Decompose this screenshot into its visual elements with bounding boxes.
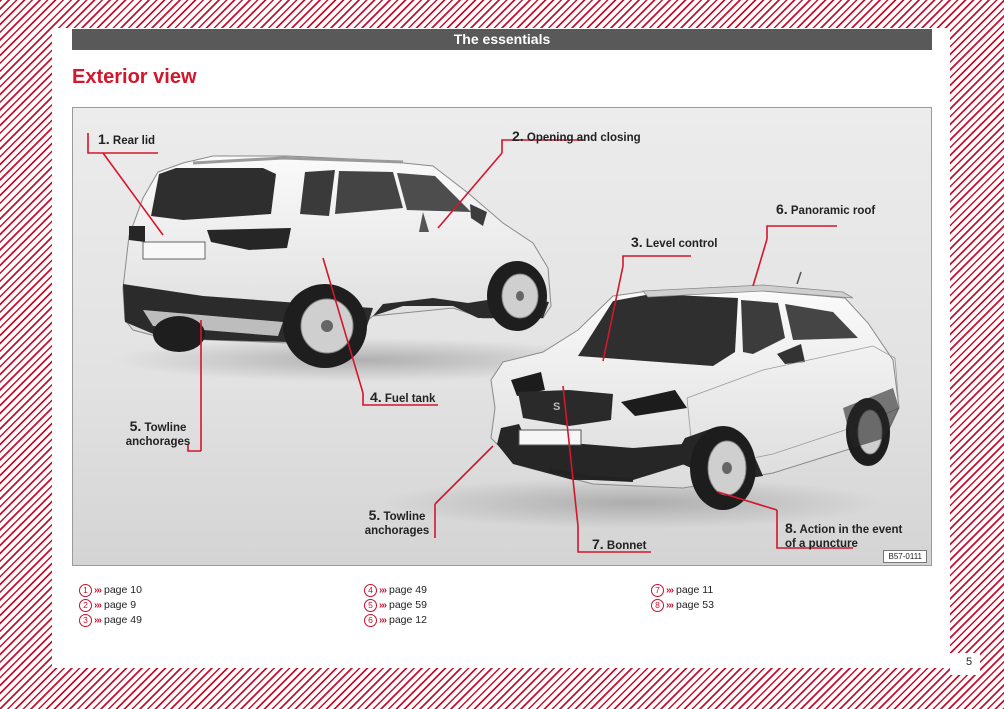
reference-item: 6 ››› page 12: [364, 613, 427, 628]
reference-item: 7 ››› page 11: [651, 583, 714, 598]
figure-code: B57-0111: [883, 550, 927, 563]
label-towline-rear: 5. Towline anchorages: [125, 418, 191, 448]
reference-item: 1 ››› page 10: [79, 583, 142, 598]
label-panoramic-roof: 6. Panoramic roof: [776, 201, 876, 217]
page-reference-link[interactable]: page 11: [676, 584, 714, 596]
page-reference-link[interactable]: page 12: [389, 614, 427, 626]
label-towline-front: 5. Towline anchorages: [364, 507, 430, 537]
page-reference-link[interactable]: page 10: [104, 584, 142, 596]
rear-car: [113, 155, 613, 382]
exterior-view-figure: S: [72, 107, 932, 566]
page-reference-link[interactable]: page 53: [676, 599, 714, 611]
circled-number: 1: [79, 584, 92, 597]
page-reference-link[interactable]: page 9: [104, 599, 137, 611]
chevron-arrows-icon: ›››: [379, 585, 387, 596]
page-reference-link[interactable]: page 49: [104, 614, 142, 626]
chevron-arrows-icon: ›››: [666, 600, 674, 611]
reference-item: 5 ››› page 59: [364, 598, 427, 613]
reference-column-1: 1 ››› page 10 2 ››› page 9 3 ››› page 49: [79, 583, 142, 628]
reference-item: 3 ››› page 49: [79, 613, 142, 628]
section-title: The essentials: [453, 31, 551, 47]
label-rear-lid: 1. Rear lid: [98, 131, 156, 147]
page-number: 5: [966, 656, 973, 668]
reference-column-2: 4 ››› page 49 5 ››› page 59 6 ››› page 1…: [364, 583, 427, 628]
page-title: Exterior view: [72, 66, 197, 88]
circled-number: 3: [79, 614, 92, 627]
circled-number: 4: [364, 584, 377, 597]
circled-number: 5: [364, 599, 377, 612]
page-number-box: [950, 653, 980, 675]
page-sheet: The essentials Exterior view: [52, 28, 950, 668]
chevron-arrows-icon: ›››: [379, 615, 387, 626]
section-header: The essentials: [72, 29, 932, 50]
page-reference-link[interactable]: page 49: [389, 584, 427, 596]
circled-number: 7: [651, 584, 664, 597]
label-fuel-tank: 4. Fuel tank: [370, 389, 436, 405]
circled-number: 8: [651, 599, 664, 612]
page-reference-link[interactable]: page 59: [389, 599, 427, 611]
chevron-arrows-icon: ›››: [94, 585, 102, 596]
chevron-arrows-icon: ›››: [666, 585, 674, 596]
reference-item: 4 ››› page 49: [364, 583, 427, 598]
front-car: S: [383, 271, 900, 529]
label-level-control: 3. Level control: [631, 234, 718, 250]
chevron-arrows-icon: ›››: [94, 615, 102, 626]
label-puncture: 8. Action in the event of a puncture: [785, 520, 903, 550]
chevron-arrows-icon: ›››: [379, 600, 387, 611]
circled-number: 6: [364, 614, 377, 627]
reference-item: 2 ››› page 9: [79, 598, 142, 613]
circled-number: 2: [79, 599, 92, 612]
chevron-arrows-icon: ›››: [94, 600, 102, 611]
callout-lines: [87, 133, 853, 553]
reference-column-3: 7 ››› page 11 8 ››› page 53: [651, 583, 714, 613]
label-bonnet: 7. Bonnet: [592, 536, 647, 552]
reference-item: 8 ››› page 53: [651, 598, 714, 613]
label-opening-closing: 2. Opening and closing: [512, 128, 641, 144]
vehicle-illustration: S: [73, 108, 931, 565]
svg-text:S: S: [553, 401, 560, 413]
